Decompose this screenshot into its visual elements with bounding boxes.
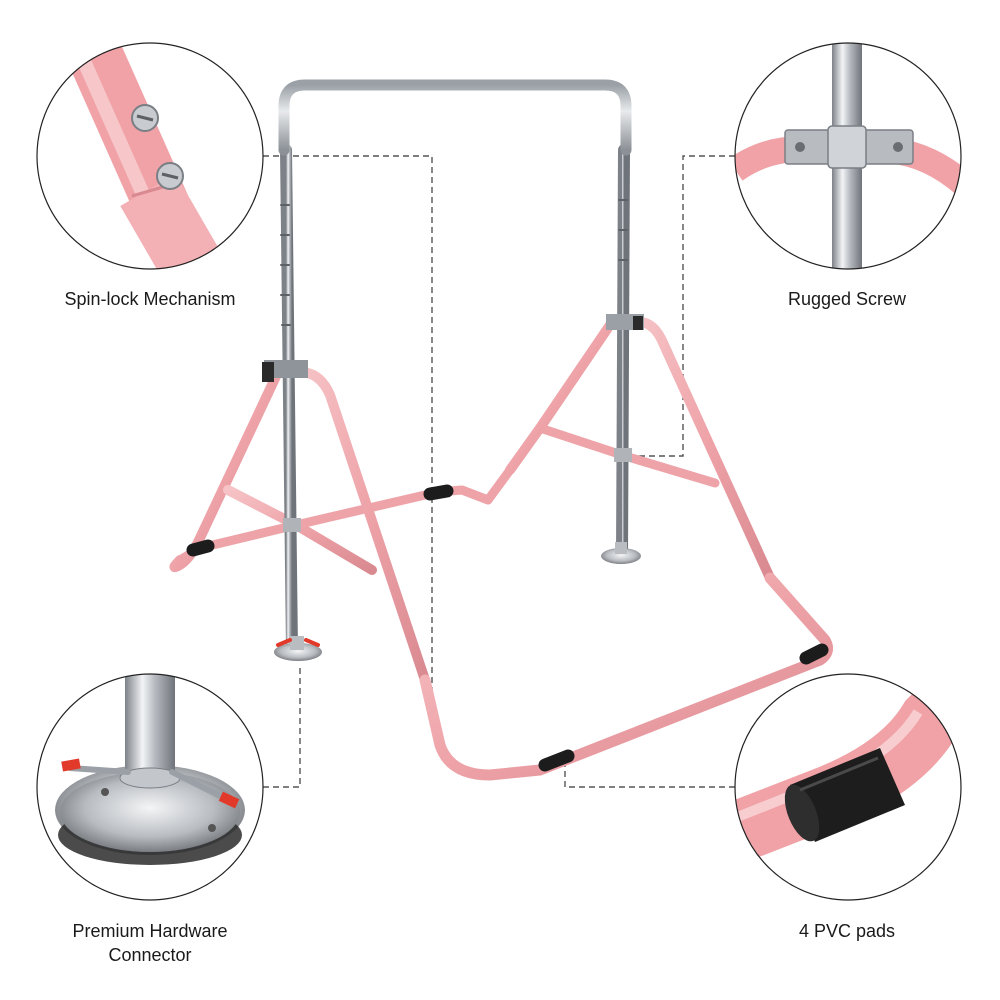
right-a-frame	[505, 316, 775, 583]
callout-spin-lock	[36, 42, 264, 270]
screw-icon	[893, 142, 903, 152]
leader-line-pvc-pads	[564, 765, 735, 788]
caption-rugged-screw: Rugged Screw	[787, 289, 907, 309]
frame-pads	[186, 484, 829, 772]
leader-lines	[263, 155, 735, 788]
caption-premium-hardware-connector: Premium Hardware Connector	[72, 921, 228, 965]
brackets	[262, 314, 644, 532]
caption-spin-lock-mechanism: Spin-lock Mechanism	[64, 289, 236, 309]
caption-pvc-pads: 4 PVC pads	[798, 921, 896, 941]
chrome-uprights	[280, 144, 630, 656]
leader-line-rugged-screw	[630, 155, 735, 457]
top-chrome-bar	[278, 79, 632, 156]
leader-line-hardware-connector	[263, 668, 301, 788]
screw-icon	[795, 142, 805, 152]
floor-bases	[274, 542, 641, 661]
leader-line-spin-lock	[263, 155, 433, 690]
callout-hardware-connector	[36, 673, 264, 901]
callout-rugged-screw	[734, 42, 962, 270]
screw-icon	[131, 104, 159, 132]
screw-icon	[156, 162, 184, 190]
pvc-pad-icon	[784, 748, 905, 842]
adjustment-holes	[280, 199, 628, 326]
horizontal-bar-frame	[169, 79, 834, 781]
front-base-tube	[419, 572, 834, 781]
callout-pvc-pads	[734, 673, 962, 901]
